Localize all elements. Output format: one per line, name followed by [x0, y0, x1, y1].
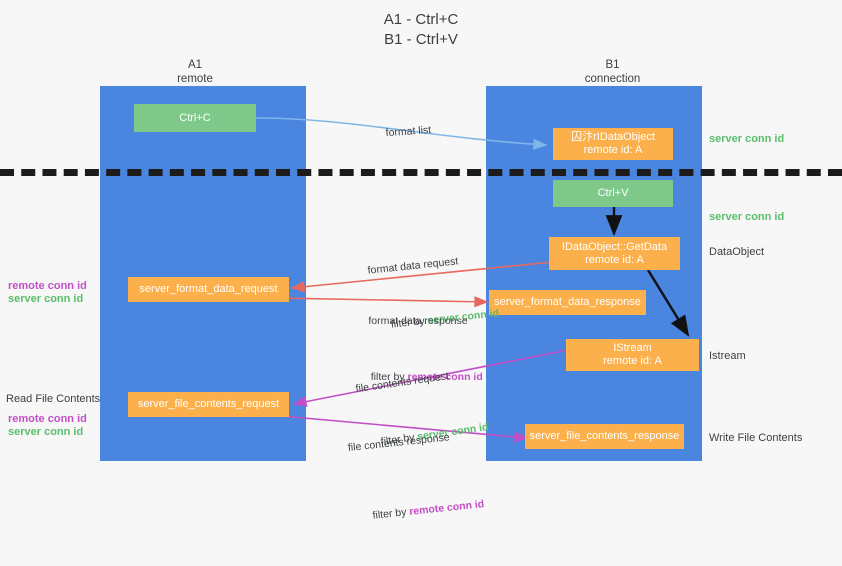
filter-value-remote-conn-id: remote conn id [408, 498, 485, 518]
label-dataobject: DataObject [709, 246, 765, 258]
box-ctrl-c[interactable]: Ctrl+C [134, 104, 256, 132]
label-server-conn-id-mid: server conn id [709, 211, 785, 223]
lane-header-a1-name: A1 [187, 59, 203, 71]
box-server-file-contents-response[interactable]: server_file_contents_response [525, 424, 684, 449]
label-server-conn-id-2: server conn id [8, 426, 84, 438]
box-dataobject-remote[interactable]: 囚汴rIDataObject remote id: A [553, 128, 673, 160]
edge-label-file-contents-response-line2: filter by remote conn id [353, 483, 486, 538]
box-server-format-data-response[interactable]: server_format_data_response [489, 290, 646, 315]
lane-header-a1: A1 remote [130, 58, 260, 86]
edge-label-file-contents-response: file contents response filter by remote … [344, 400, 489, 566]
label-istream: Istream [709, 350, 746, 362]
lane-header-b1-name: B1 [605, 59, 620, 71]
edge-label-format-data-response-line1: format data response [368, 315, 468, 327]
diagram-canvas: A1 - Ctrl+C B1 - Ctrl+V A1 remote B1 con… [0, 11, 842, 522]
edge-label-format-list-text: format list [385, 124, 432, 140]
edge-label-format-data-response: format data response filter by remote co… [338, 286, 498, 426]
label-remote-conn-id-2: remote conn id [8, 413, 87, 425]
lane-header-b1-sub: connection [584, 73, 641, 85]
box-ctrl-v[interactable]: Ctrl+V [553, 180, 673, 207]
section-divider [0, 169, 842, 176]
filter-prefix: filter by [372, 505, 410, 522]
edge-label-file-contents-request-line1: file contents request [354, 370, 450, 396]
edge-label-format-data-request-line1: format data request [367, 255, 459, 277]
box-idataobject-getdata[interactable]: IDataObject::GetData remote id: A [549, 237, 680, 270]
edge-label-format-list: format list [373, 109, 433, 155]
lane-header-b1: B1 connection [545, 58, 680, 86]
filter-prefix: filter by [370, 371, 408, 383]
label-server-conn-id-1: server conn id [8, 293, 84, 305]
box-server-file-contents-request[interactable]: server_file_contents_request [128, 392, 289, 417]
edge-label-format-data-response-line2: filter by remote conn id [338, 356, 498, 398]
page-title: A1 - Ctrl+C B1 - Ctrl+V [383, 11, 459, 48]
edge-label-file-contents-response-line1: file contents response [347, 431, 451, 454]
filter-value-remote-conn-id: remote conn id [407, 371, 483, 383]
lane-header-a1-sub: remote [177, 73, 213, 85]
label-server-conn-id-top: server conn id [709, 133, 785, 145]
box-server-format-data-request[interactable]: server_format_data_request [128, 277, 289, 302]
label-write-file-contents: Write File Contents [709, 432, 803, 444]
label-remote-conn-id-1: remote conn id [8, 280, 87, 292]
box-istream[interactable]: IStream remote id: A [566, 339, 699, 371]
label-read-file-contents: Read File Contents [6, 393, 101, 405]
